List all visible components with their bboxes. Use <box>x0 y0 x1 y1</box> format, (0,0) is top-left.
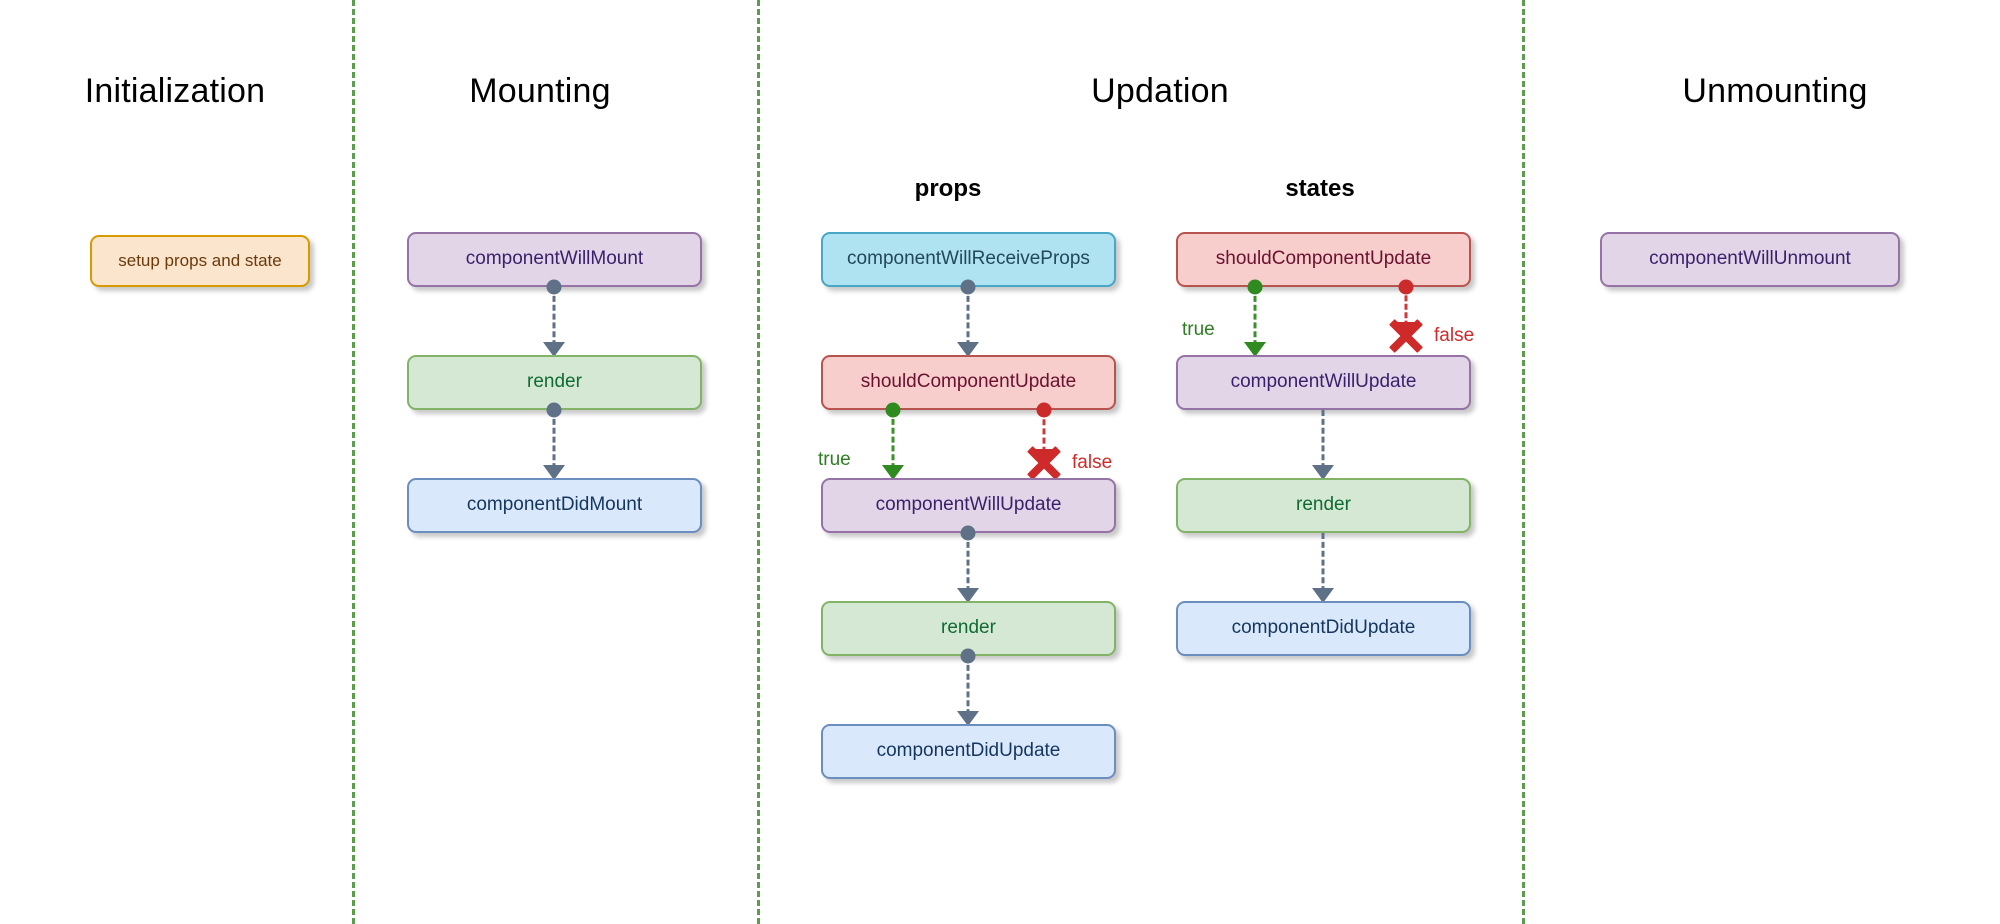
connector-render-to-did-mount <box>539 402 569 480</box>
node-component-will-mount[interactable]: componentWillMount <box>407 232 702 287</box>
node-should-component-update-states[interactable]: shouldComponentUpdate <box>1176 232 1471 287</box>
connector-origin-dot <box>1036 402 1052 418</box>
connector-origin-dot <box>960 525 976 541</box>
connector-render-to-did-update-props <box>953 648 983 726</box>
connector-line <box>966 656 970 724</box>
node-should-component-update-props[interactable]: shouldComponentUpdate <box>821 355 1116 410</box>
connector-line <box>891 410 895 478</box>
connector-arrowhead <box>1244 342 1266 357</box>
x-blocker-icon-states <box>1386 316 1426 356</box>
connector-will-update-to-render-states <box>1308 410 1338 480</box>
connector-line <box>1253 287 1257 355</box>
connector-arrowhead <box>1312 588 1334 603</box>
node-component-did-mount[interactable]: componentDidMount <box>407 478 702 533</box>
connector-will-update-to-render-props <box>953 525 983 603</box>
column-header-mounting: Mounting <box>469 72 611 110</box>
connector-arrowhead <box>957 588 979 603</box>
connector-origin-dot <box>546 402 562 418</box>
branch-label-props-true: true <box>818 449 851 470</box>
connector-line <box>966 287 970 355</box>
connector-origin-dot <box>960 648 976 664</box>
connector-origin-dot <box>885 402 901 418</box>
connector-arrowhead <box>957 342 979 357</box>
node-component-did-update-props[interactable]: componentDidUpdate <box>821 724 1116 779</box>
node-component-will-receive-props[interactable]: componentWillReceiveProps <box>821 232 1116 287</box>
connector-arrowhead <box>543 342 565 357</box>
node-component-did-update-states[interactable]: componentDidUpdate <box>1176 601 1471 656</box>
column-divider-3 <box>1522 0 1525 924</box>
column-divider-2 <box>757 0 760 924</box>
node-setup-props-and-state[interactable]: setup props and state <box>90 235 310 287</box>
connector-line <box>552 410 556 478</box>
branch-label-states-true: true <box>1182 319 1215 340</box>
connector-states-true-branch <box>1240 279 1270 357</box>
connector-arrowhead <box>882 465 904 480</box>
node-render-states[interactable]: render <box>1176 478 1471 533</box>
branch-label-props-false: false <box>1072 452 1113 473</box>
column-divider-1 <box>352 0 355 924</box>
connector-line <box>1404 287 1408 335</box>
connector-origin-dot <box>1247 279 1263 295</box>
connector-will-mount-to-render <box>539 279 569 357</box>
connector-origin-dot <box>960 279 976 295</box>
branch-label-states-false: false <box>1434 325 1475 346</box>
connector-line <box>966 533 970 601</box>
column-header-unmounting: Unmounting <box>1682 72 1868 110</box>
connector-origin-dot <box>1398 279 1414 295</box>
subheader-states: states <box>1285 175 1355 202</box>
connector-arrowhead <box>1312 465 1334 480</box>
column-header-updation: Updation <box>1091 72 1229 110</box>
connector-props-true-branch <box>878 402 908 480</box>
node-render-props[interactable]: render <box>821 601 1116 656</box>
column-header-initialization: Initialization <box>84 72 266 110</box>
node-render-mounting[interactable]: render <box>407 355 702 410</box>
node-component-will-unmount[interactable]: componentWillUnmount <box>1600 232 1900 287</box>
connector-render-to-did-update-states <box>1308 533 1338 603</box>
x-blocker-icon-props <box>1024 443 1064 483</box>
node-component-will-update-states[interactable]: componentWillUpdate <box>1176 355 1471 410</box>
connector-arrowhead <box>543 465 565 480</box>
connector-line <box>1321 410 1325 478</box>
connector-line <box>1042 410 1046 462</box>
connector-origin-dot <box>546 279 562 295</box>
connector-line <box>552 287 556 355</box>
connector-arrowhead <box>957 711 979 726</box>
subheader-props: props <box>914 175 982 202</box>
connector-line <box>1321 533 1325 601</box>
connector-will-receive-props-to-should-update <box>953 279 983 357</box>
